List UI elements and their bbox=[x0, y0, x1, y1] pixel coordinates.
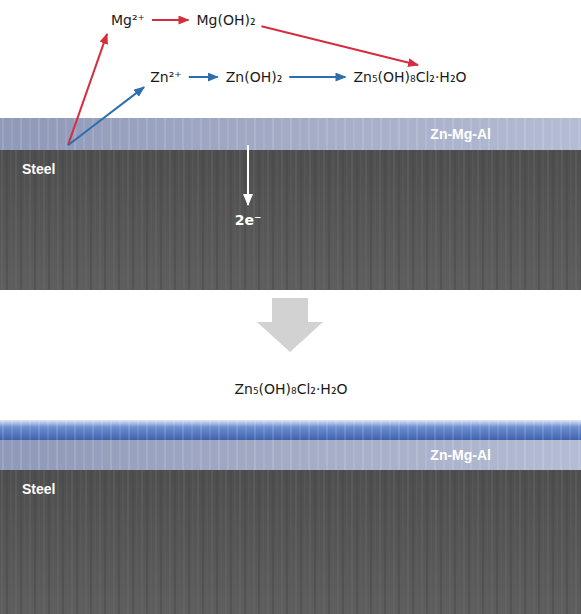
reaction-arrow bbox=[152, 19, 188, 21]
coating-layer bbox=[0, 440, 581, 470]
steel-substrate bbox=[0, 150, 581, 290]
coating-band: Zn-Mg-Al bbox=[0, 440, 581, 470]
film-label: Zn₅(OH)₈Cl₂·H₂O bbox=[234, 380, 347, 398]
node-text: Zn²⁺ bbox=[150, 69, 181, 85]
steel-substrate bbox=[0, 470, 581, 614]
coating-texture bbox=[0, 118, 581, 150]
electron-label: 2e⁻ bbox=[235, 211, 262, 229]
node-text: Zn₅(OH)₈Cl₂·H₂O bbox=[353, 69, 466, 85]
steel-texture bbox=[0, 150, 581, 290]
coating-band: Zn-Mg-Al bbox=[0, 118, 581, 150]
coating-layer bbox=[0, 118, 581, 150]
node-text: Steel bbox=[22, 160, 55, 178]
reaction-arrow bbox=[261, 26, 418, 65]
node-text: Zn-Mg-Al bbox=[430, 446, 491, 464]
node-text: Steel bbox=[22, 480, 55, 498]
node-text: Mg(OH)₂ bbox=[196, 12, 255, 28]
corrosion-product-label: Zn₅(OH)₈Cl₂·H₂O bbox=[350, 66, 469, 88]
reaction-arrow bbox=[68, 87, 144, 145]
film-texture bbox=[0, 420, 581, 440]
corrosion-product-film bbox=[0, 420, 581, 440]
reaction-arrow bbox=[289, 76, 345, 78]
reaction-arrow bbox=[68, 34, 107, 145]
steel-band: Steel bbox=[0, 150, 581, 290]
node-text: Zn-Mg-Al bbox=[430, 125, 491, 143]
steel-band: Steel bbox=[0, 470, 581, 614]
hydroxide-label: Mg(OH)₂ bbox=[193, 9, 258, 31]
ion-label: Mg²⁺ bbox=[108, 9, 148, 31]
process-arrow bbox=[257, 298, 323, 352]
hydroxide-label: Zn(OH)₂ bbox=[223, 66, 286, 88]
node-text: Mg²⁺ bbox=[111, 12, 145, 28]
reaction-arrow bbox=[247, 145, 249, 205]
coating-texture bbox=[0, 440, 581, 470]
ion-label: Zn²⁺ bbox=[147, 66, 184, 88]
reaction-arrow bbox=[189, 76, 218, 78]
steel-texture bbox=[0, 470, 581, 614]
node-text: Zn(OH)₂ bbox=[226, 69, 283, 85]
